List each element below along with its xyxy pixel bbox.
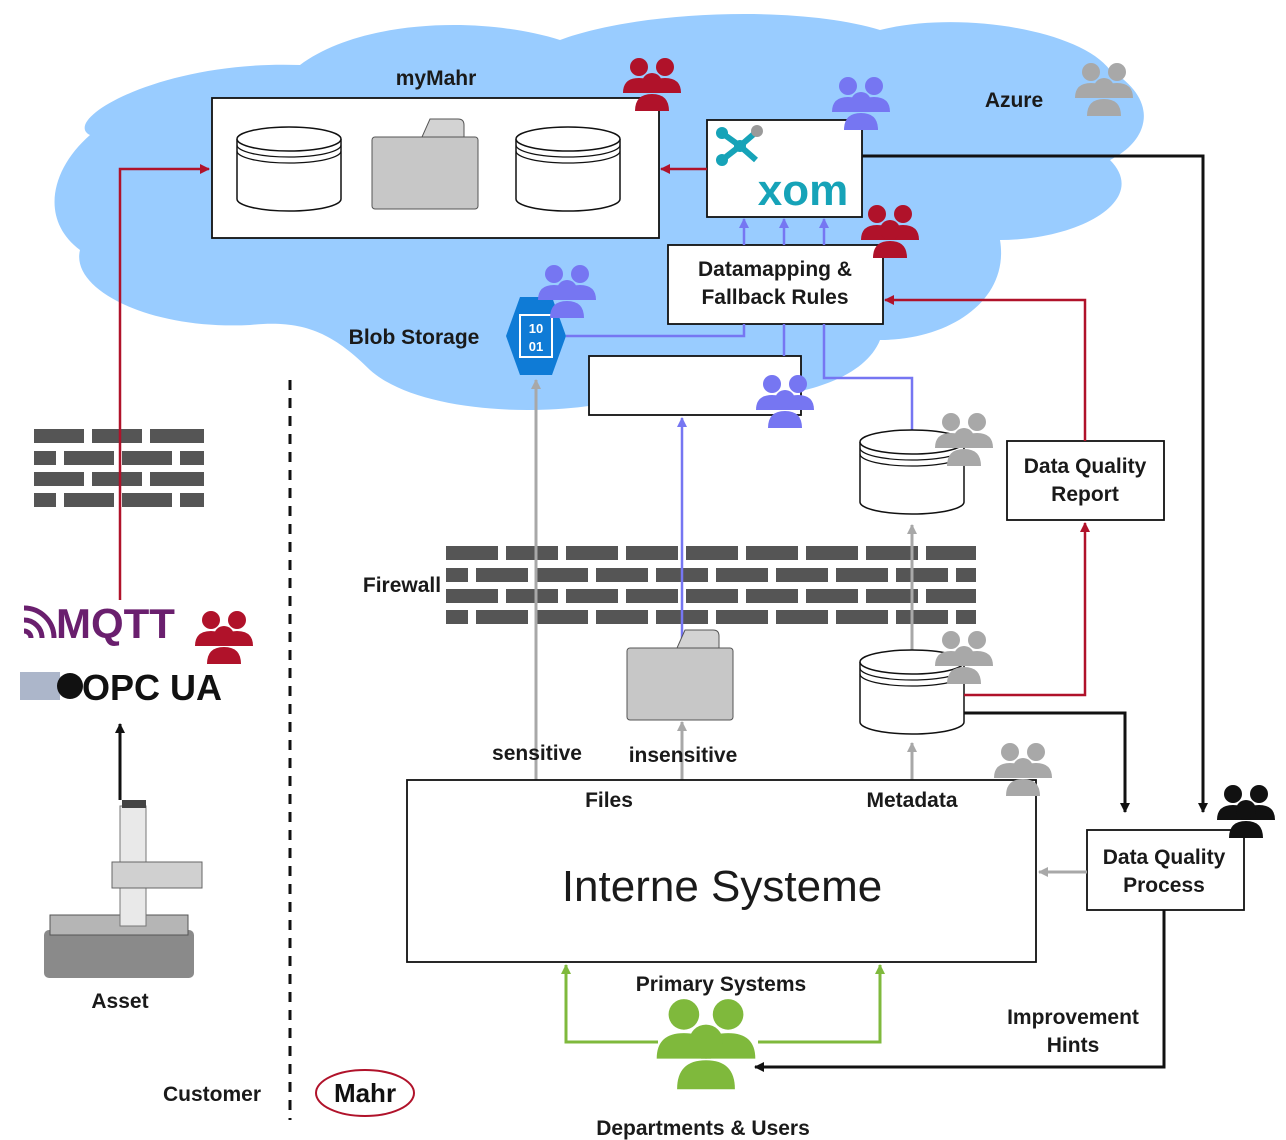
database-icon	[236, 126, 342, 212]
data-quality-process-label-1: Data Quality	[1103, 846, 1226, 869]
datamapping-box	[667, 244, 884, 325]
opc-ua-logo: OPC UA	[20, 667, 222, 708]
interne-systeme-label: Interne Systeme	[562, 862, 882, 911]
data-quality-process-label-2: Process	[1123, 874, 1205, 897]
people-red-icon	[195, 611, 253, 664]
datamapping-label-1: Datamapping &	[698, 258, 852, 281]
metadata-label: Metadata	[866, 789, 957, 812]
datamapping-label-2: Fallback Rules	[701, 286, 848, 309]
xom-box	[706, 119, 863, 218]
mqtt-logo: MQTT	[23, 600, 175, 647]
mymahr-title: myMahr	[396, 67, 477, 90]
data-quality-report-label-1: Data Quality	[1024, 455, 1147, 478]
svg-text:01: 01	[529, 339, 543, 354]
svg-text:OPC UA: OPC UA	[82, 667, 222, 708]
customer-label: Customer	[163, 1083, 261, 1106]
primary-systems-label: Primary Systems	[636, 973, 806, 996]
xom-logo-icon	[716, 125, 763, 166]
departments-users-label: Departments & Users	[596, 1117, 810, 1140]
firewall-label: Firewall	[363, 574, 441, 597]
asset-label: Asset	[91, 990, 148, 1013]
data-quality-report-box	[1006, 440, 1165, 521]
blob-storage-label: Blob Storage	[349, 326, 480, 349]
sensitive-label: sensitive	[492, 742, 582, 765]
firewall-icon	[446, 546, 976, 624]
insensitive-label: insensitive	[629, 744, 738, 767]
files-label: Files	[585, 789, 633, 812]
mahr-logo-text: Mahr	[334, 1078, 396, 1108]
azure-label: Azure	[985, 89, 1043, 112]
database-icon	[515, 126, 621, 212]
svg-text:MQTT: MQTT	[56, 600, 175, 647]
improvement-hints-label-1: Improvement	[1007, 1006, 1139, 1029]
data-quality-report-label-2: Report	[1051, 483, 1119, 506]
people-green-icon	[656, 999, 756, 1090]
improvement-hints-label-2: Hints	[1047, 1034, 1100, 1057]
measuring-machine-icon	[44, 800, 203, 978]
firewall-icon	[34, 429, 204, 507]
xom-logo-text: xom	[758, 166, 848, 215]
folder-icon	[626, 629, 734, 721]
svg-text:10: 10	[529, 321, 543, 336]
interne-systeme-box	[406, 779, 1037, 963]
mahr-logo	[315, 1069, 415, 1117]
data-quality-process-box	[1086, 829, 1245, 911]
